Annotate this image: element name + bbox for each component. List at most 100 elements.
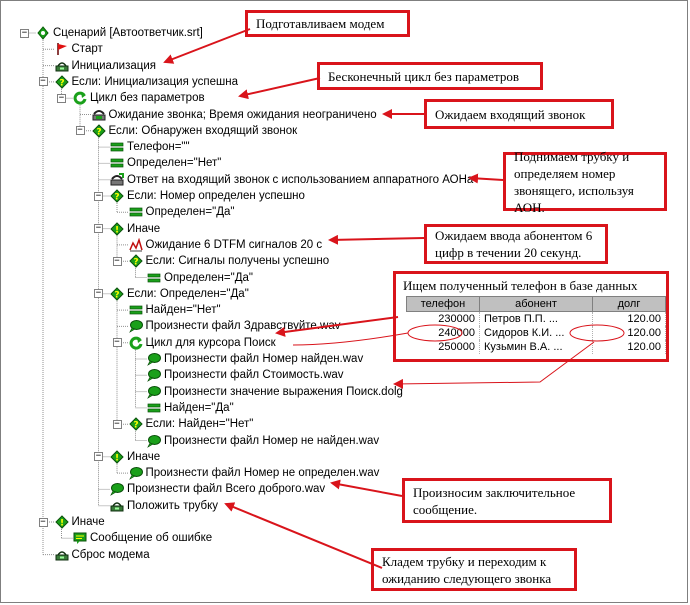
note-aon: Поднимаем трубку и определяем номер звон… xyxy=(503,149,667,215)
speak-icon xyxy=(147,434,161,448)
tree-node-modem[interactable]: Положить трубку xyxy=(110,497,218,514)
tree-node-label: Произнести файл Номер найден.wav xyxy=(164,353,364,365)
message-icon xyxy=(73,531,87,545)
tree-node-label: Если: Определен="Да" xyxy=(127,287,249,300)
tree-node-label: Произнести файл Всего доброго.wav xyxy=(127,483,326,496)
db-title: Ищем полученный телефон в базе данных xyxy=(403,278,638,293)
flag-icon xyxy=(55,42,69,56)
tree-node-label: Произнести файл Здравствуйте.wav xyxy=(145,320,341,333)
tree-node-label: Найден="Да" xyxy=(164,401,234,414)
tree-node-message[interactable]: Сообщение об ошибке xyxy=(73,530,212,547)
tree-node-dtmf[interactable]: Ожидание 6 DTFM сигналов 20 с xyxy=(128,236,323,253)
tree-node-label: Произнести файл Номер не найден.wav xyxy=(164,434,380,447)
tree-node-assign[interactable]: Найден="Нет" xyxy=(129,302,221,319)
expand-collapse-toggle[interactable]: − xyxy=(94,451,103,462)
note-loop: Бесконечный цикл без параметров xyxy=(317,62,543,90)
tree-node-else[interactable]: !Иначе xyxy=(54,514,105,531)
tree-node-label: Сообщение об ошибке xyxy=(90,532,213,545)
svg-text:?: ? xyxy=(114,290,119,300)
modem-icon xyxy=(55,548,69,562)
tree-node-assign[interactable]: Телефон="" xyxy=(110,139,190,156)
expand-collapse-toggle[interactable]: − xyxy=(94,288,103,299)
db-row: 230000 Петров П.П. ... 120.00 xyxy=(406,311,666,326)
tree-node-if[interactable]: ?Если: Обнаружен входящий звонок xyxy=(91,122,298,139)
if-icon: ? xyxy=(91,124,106,138)
db-col-phone: телефон xyxy=(406,296,480,312)
expand-collapse-toggle[interactable]: − xyxy=(94,223,103,234)
modem-icon xyxy=(55,59,69,73)
expand-collapse-toggle[interactable]: − xyxy=(38,76,48,87)
tree-node-speak[interactable]: Произнести файл Здравствуйте.wav xyxy=(128,318,341,335)
tree-node-flag[interactable]: Старт xyxy=(55,41,103,58)
tree-node-if[interactable]: ? Если: Номер определен успешно xyxy=(110,188,305,205)
tree-node-label: Цикл без параметров xyxy=(90,92,205,105)
tree-node-assign[interactable]: Найден="Да" xyxy=(147,399,234,416)
tree-node-assign[interactable]: Определен="Нет" xyxy=(110,155,221,172)
tree-node-label: Произнести файл Стоимость.wav xyxy=(164,369,344,382)
tree-node-speak[interactable]: Произнести файл Номер найден.wav xyxy=(147,351,363,368)
if-icon: ? xyxy=(128,417,143,431)
tree-node-label: Если: Найден="Нет" xyxy=(145,418,254,431)
expand-collapse-toggle[interactable]: − xyxy=(38,516,48,527)
tree-node-label: Если: Номер определен успешно xyxy=(127,190,305,202)
tree-node-label: Произнести значение выражения Поиск.dolg xyxy=(164,385,403,398)
speak-icon xyxy=(147,385,161,399)
if-icon: ? xyxy=(54,75,69,89)
assign-icon xyxy=(110,156,124,170)
db-table: телефон абонент долг 230000 Петров П.П. … xyxy=(406,296,666,354)
db-cell-subscriber: Сидоров К.И. ... xyxy=(479,326,593,340)
tree-node-if[interactable]: ?Если: Найден="Нет" xyxy=(128,416,254,433)
tree-node-speak[interactable]: Произнести файл Номер не определен.wav xyxy=(128,465,379,482)
tree-node-if[interactable]: ?Если: Сигналы получены успешно xyxy=(128,253,329,270)
tree-node-loop[interactable]: Цикл без параметров xyxy=(73,90,205,107)
tree-node-else[interactable]: !Иначе xyxy=(110,448,160,465)
tree-node-loop[interactable]: Цикл для курсора Поиск xyxy=(129,334,276,351)
speak-icon xyxy=(147,368,161,383)
assign-icon xyxy=(129,205,143,219)
note-dtmf-text: Ожидаем ввода абонентом 6 цифр в течении… xyxy=(435,228,593,260)
expand-collapse-toggle[interactable]: − xyxy=(75,125,85,136)
tree-node-modem[interactable]: Инициализация xyxy=(55,57,156,74)
db-row: 250000 Кузьмин В.А. ... 120.00 xyxy=(406,340,666,354)
tree-node-assign[interactable]: Определен="Да" xyxy=(129,204,234,221)
tree-node-assign[interactable]: Определен="Да" xyxy=(147,269,253,286)
tree-node-phone[interactable]: Ожидание звонка; Время ожидания неограни… xyxy=(92,106,377,123)
expand-collapse-toggle[interactable]: − xyxy=(20,27,29,38)
tree-node-label: Определен="Нет" xyxy=(127,157,222,170)
db-cell-debt: 120.00 xyxy=(592,311,666,326)
db-lookup-box: Ищем полученный телефон в базе данных те… xyxy=(393,271,669,362)
db-col-debt: долг xyxy=(592,296,666,312)
tree-node-answer[interactable]: Ответ на входящий звонок с использование… xyxy=(110,171,473,188)
tree-node-modem[interactable]: Сброс модема xyxy=(55,546,150,563)
tree-node-speak[interactable]: Произнести файл Всего доброго.wav xyxy=(110,481,325,498)
note-aon-text: Поднимаем трубку и определяем номер звон… xyxy=(514,148,634,215)
else-icon: ! xyxy=(54,515,69,529)
svg-text:!: ! xyxy=(115,453,119,463)
tree-node-speak[interactable]: Произнести значение выражения Поиск.dolg xyxy=(147,383,403,400)
expand-collapse-toggle[interactable]: − xyxy=(94,190,103,201)
expand-collapse-toggle[interactable]: − xyxy=(112,337,122,348)
note-modem: Подготавливаем модем xyxy=(245,10,410,37)
tree-node-label: Если: Обнаружен входящий звонок xyxy=(108,124,298,137)
else-icon: ! xyxy=(110,450,124,464)
tree-node-scenario[interactable]: Сценарий [Автоответчик.srt] xyxy=(36,25,203,42)
loop-icon xyxy=(73,91,87,105)
else-icon: ! xyxy=(110,221,124,236)
tree-node-label: Ожидание 6 DTFM сигналов 20 с xyxy=(145,238,323,251)
tree-node-label: Сброс модема xyxy=(71,548,150,561)
tree-node-label: Цикл для курсора Поиск xyxy=(145,336,276,349)
tree-node-speak[interactable]: Произнести файл Стоимость.wav xyxy=(147,367,344,384)
tree-node-if[interactable]: ?Если: Инициализация успешна xyxy=(54,73,238,90)
db-cell-subscriber: Кузьмин В.А. ... xyxy=(479,340,593,354)
expand-collapse-toggle[interactable]: − xyxy=(57,92,66,103)
tree-node-else[interactable]: !Иначе xyxy=(110,220,160,237)
svg-text:?: ? xyxy=(114,193,119,203)
assign-icon xyxy=(147,401,161,415)
tree-node-if[interactable]: ? Если: Определен="Да" xyxy=(110,285,249,302)
tree-node-label: Иначе xyxy=(127,222,161,235)
expand-collapse-toggle[interactable]: − xyxy=(112,255,122,266)
expand-collapse-toggle[interactable]: − xyxy=(112,418,122,429)
tree-node-speak[interactable]: Произнести файл Номер не найден.wav xyxy=(147,432,379,449)
db-cell-phone: 250000 xyxy=(406,340,480,354)
